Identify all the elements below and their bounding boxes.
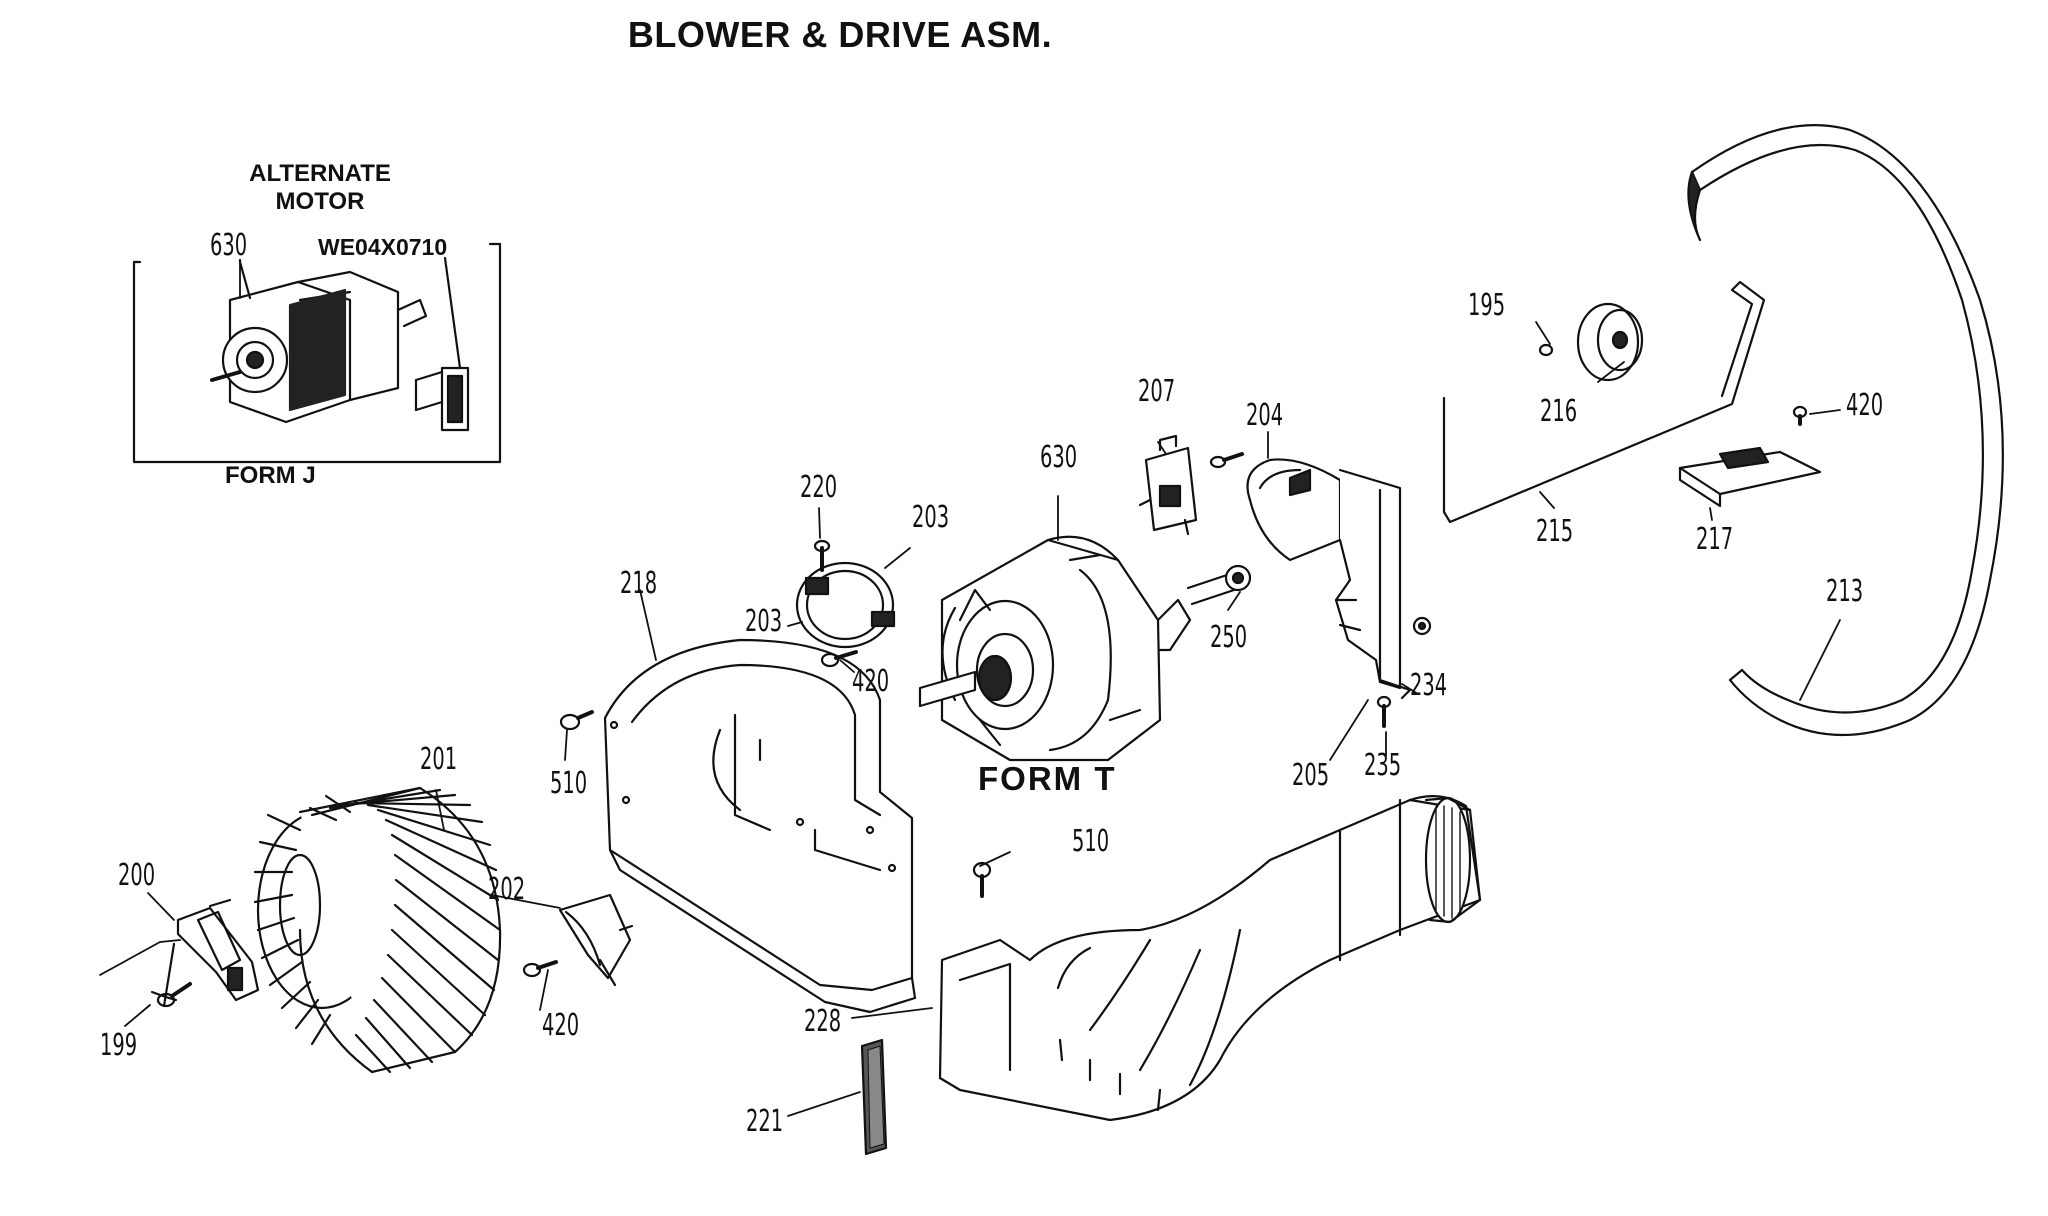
callout-200: 200 (118, 858, 156, 893)
callout-228: 228 (804, 1004, 842, 1039)
blower-housing-drawing (603, 638, 917, 1014)
form-t-label: FORM T (978, 760, 1117, 797)
blower-wheel-drawing (253, 786, 502, 1074)
callout-235: 235 (1364, 748, 1402, 783)
diagram-title: BLOWER & DRIVE ASM. (627, 14, 1053, 55)
inset-heading-line1: ALTERNATE (249, 160, 391, 187)
callout-201: 201 (420, 742, 458, 777)
switch-207-drawing (1138, 434, 1244, 536)
callout-510-left: 510 (550, 766, 588, 801)
callout-250: 250 (1210, 620, 1248, 655)
callout-215: 215 (1536, 514, 1574, 549)
callout-205: 205 (1292, 758, 1330, 793)
inset-heading-line2: MOTOR (275, 188, 365, 215)
leader-lines (99, 261, 1841, 1117)
callout-630: 630 (1040, 440, 1078, 475)
alternate-motor-drawing (210, 256, 470, 432)
callout-420-right: 420 (1846, 388, 1884, 423)
callout-213: 213 (1826, 574, 1864, 609)
callout-420-left: 420 (542, 1008, 580, 1043)
bracket-200-drawing (150, 898, 260, 1008)
callout-420-center: 420 (852, 664, 890, 699)
idler-assembly-drawing (1442, 280, 1822, 524)
motor-clamp-drawing (795, 539, 896, 668)
callout-207: 207 (1138, 374, 1176, 409)
exhaust-duct-drawing (938, 795, 1482, 1122)
baffle-202-drawing (522, 893, 634, 987)
callout-216: 216 (1540, 394, 1578, 429)
callout-218: 218 (620, 566, 658, 601)
inset-frame (132, 242, 502, 464)
callout-195: 195 (1468, 288, 1506, 323)
drive-belt-drawing (1687, 124, 2004, 737)
drive-motor-drawing (918, 535, 1252, 762)
inset-form-label: FORM J (225, 462, 316, 489)
callout-204: 204 (1246, 398, 1284, 433)
callout-202: 202 (488, 872, 526, 907)
callout-220: 220 (800, 470, 838, 505)
motor-bracket-drawing (1246, 458, 1432, 728)
callout-234: 234 (1410, 668, 1448, 703)
lint-filter-drawing (860, 1038, 888, 1156)
callout-221: 221 (746, 1104, 784, 1139)
callout-203-lower: 203 (745, 604, 783, 639)
screw-510-drawing (559, 710, 992, 898)
callout-510-right: 510 (1072, 824, 1110, 859)
callout-199: 199 (100, 1028, 138, 1063)
inset-part-number: WE04X0710 (318, 234, 448, 260)
callout-203-upper: 203 (912, 500, 950, 535)
inset-motor-callout: 630 (210, 228, 248, 263)
callout-217: 217 (1696, 522, 1734, 557)
